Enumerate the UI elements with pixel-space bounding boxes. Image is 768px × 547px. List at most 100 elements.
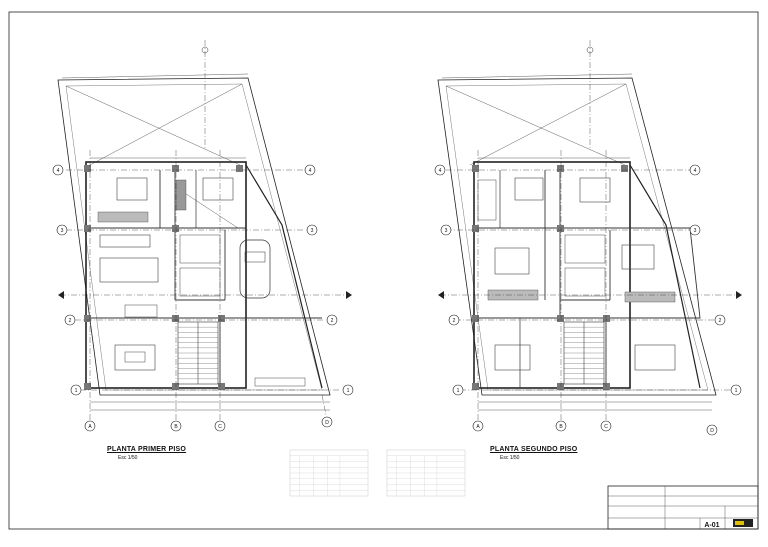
- axis-label: 3: [311, 228, 314, 234]
- axis-label: B: [174, 424, 178, 430]
- axis-bubble: 2: [714, 314, 726, 326]
- bed: [202, 177, 234, 201]
- bathroom: [564, 234, 606, 264]
- axis-bubble: 3: [306, 224, 318, 236]
- axis-label: B: [559, 424, 563, 430]
- diagonal-line: [65, 85, 241, 166]
- second-floor-scale: Esc 1/50: [500, 455, 520, 461]
- axis-bubble: 2: [64, 314, 76, 326]
- terrace-wall: [629, 164, 701, 389]
- column: [218, 315, 225, 322]
- axis-bubble: 4: [689, 164, 701, 176]
- bed: [621, 244, 655, 270]
- axis-label: 2: [331, 318, 334, 324]
- axis-label: A: [476, 424, 480, 430]
- car: [239, 239, 271, 299]
- dining-table: [124, 304, 158, 318]
- second-floor-title: PLANTA SEGUNDO PISO: [490, 446, 578, 453]
- coffee-table: [124, 351, 146, 363]
- axis-bubble: D: [706, 424, 718, 436]
- closet: [624, 291, 676, 303]
- diagonal-line: [469, 83, 627, 166]
- axis-label: D: [710, 428, 714, 434]
- column: [603, 315, 610, 322]
- sofa: [114, 344, 156, 371]
- axis-label: 3: [61, 228, 64, 234]
- closet: [175, 179, 187, 211]
- axis-bubble: 1: [342, 384, 354, 396]
- axis-bubble: B: [170, 420, 182, 432]
- axis-label: 4: [694, 168, 697, 174]
- axis-bubble: D: [321, 416, 333, 428]
- grid-line-D: [321, 394, 328, 421]
- axis-bubble: 1: [70, 384, 82, 396]
- kitchen-counter: [99, 234, 151, 248]
- bed: [579, 177, 611, 203]
- lot-inner-outline: [65, 83, 323, 391]
- column: [557, 165, 564, 172]
- column: [84, 225, 91, 232]
- bathroom: [179, 267, 221, 297]
- axis-bubble: B: [555, 420, 567, 432]
- column: [84, 383, 91, 390]
- door-window-schedule-right: [386, 449, 466, 497]
- lot-outline: [57, 77, 331, 396]
- car-windshield: [244, 251, 266, 263]
- axis-bubble: 3: [440, 224, 452, 236]
- closet: [97, 211, 149, 223]
- column: [621, 165, 628, 172]
- axis-label: 2: [69, 318, 72, 324]
- dimension-line: [61, 73, 249, 79]
- door-window-schedule-left: [289, 449, 369, 497]
- axis-label: 4: [309, 168, 312, 174]
- title-block: A-01: [607, 485, 759, 530]
- column: [472, 165, 479, 172]
- column: [84, 315, 91, 322]
- axis-label: 1: [735, 388, 738, 394]
- section-marker: [58, 291, 64, 299]
- axis-bubble: 2: [326, 314, 338, 326]
- section-marker: [346, 291, 352, 299]
- axis-bubble: 1: [730, 384, 742, 396]
- column: [472, 315, 479, 322]
- axis-bubble: 4: [304, 164, 316, 176]
- column: [557, 225, 564, 232]
- axis-bubble: C: [600, 420, 612, 432]
- first-floor-plan: [57, 40, 350, 421]
- axis-label: 2: [719, 318, 722, 324]
- axis-label: C: [604, 424, 608, 430]
- front-step: [254, 377, 306, 387]
- axis-bubble: C: [214, 420, 226, 432]
- lot-outline: [437, 77, 717, 396]
- bed: [514, 177, 544, 201]
- axis-label: 3: [445, 228, 448, 234]
- axis-label: A: [88, 424, 92, 430]
- column: [557, 383, 564, 390]
- garage-wall: [245, 164, 323, 389]
- column: [236, 165, 243, 172]
- company-logo-accent: [735, 521, 744, 525]
- first-floor-scale: Esc 1/50: [118, 455, 138, 461]
- column: [84, 165, 91, 172]
- axis-bubbles: 4 3 2 1 4 3 2 1 A B C D 4 3 2 1 4 3 2 1 …: [52, 164, 742, 436]
- bathroom: [179, 234, 221, 264]
- section-marker: [438, 291, 444, 299]
- stairs: [177, 321, 219, 385]
- desk: [494, 344, 531, 371]
- axis-bubble: 3: [56, 224, 68, 236]
- diagonal-line: [89, 83, 243, 166]
- column: [603, 383, 610, 390]
- axis-label: C: [218, 424, 222, 430]
- title-block-frame: [607, 485, 759, 530]
- axis-bubble: 2: [448, 314, 460, 326]
- column: [172, 315, 179, 322]
- column: [218, 383, 225, 390]
- axis-label: D: [325, 420, 329, 426]
- axis-label: 4: [439, 168, 442, 174]
- axis-bubble: 4: [52, 164, 64, 176]
- north-arrow: [201, 46, 594, 54]
- kitchen-island: [99, 257, 159, 283]
- column: [472, 383, 479, 390]
